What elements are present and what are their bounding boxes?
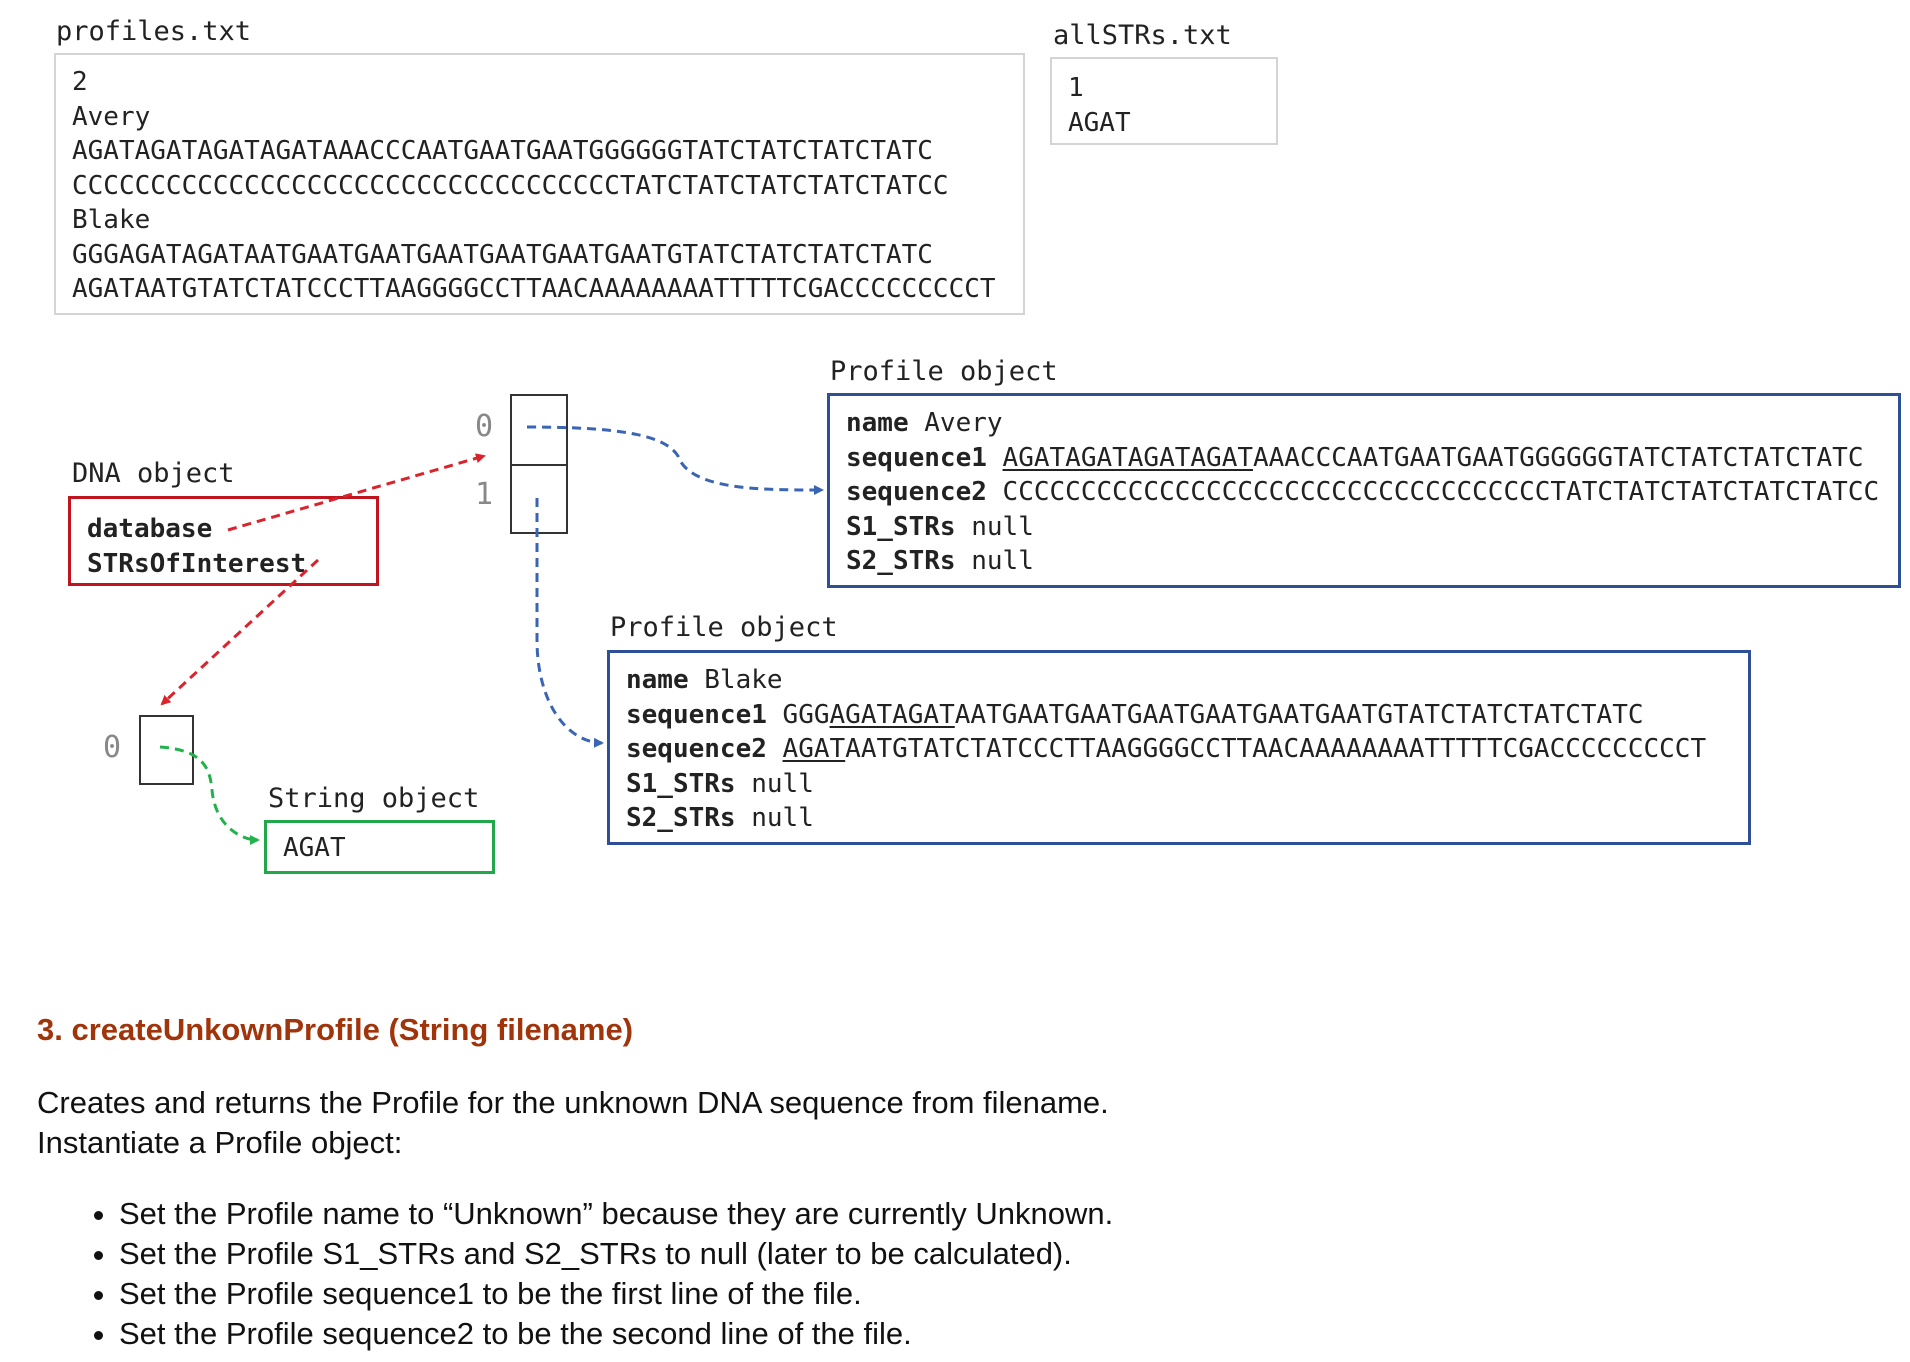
file-line: 2 (72, 67, 88, 97)
field-value: null (751, 768, 814, 799)
array-index-1: 1 (475, 477, 494, 512)
dna-field-strs-of-interest: STRsOfInterest (87, 548, 307, 579)
field-value: Blake (704, 665, 783, 695)
field-value: Avery (924, 408, 1003, 438)
instructions-list-wrap: Set the Profile name to “Unknown” becaus… (37, 1194, 1537, 1354)
field-value: null (751, 803, 814, 833)
profiles-file-label: profiles.txt (56, 16, 252, 47)
string-object-value: AGAT (283, 833, 346, 863)
file-line: Blake (72, 205, 151, 235)
profile-avery-label: Profile object (830, 356, 1058, 387)
field-value: CCCCCCCCCCCCCCCCCCCCCCCCCCCCCCCCCCCTATCT… (1002, 477, 1880, 507)
file-line: AGATAGATAGATAGATAAACCCAATGAATGAATGGGGGGT… (72, 136, 933, 166)
field-key: sequence1 (846, 442, 987, 473)
file-line: Avery (72, 101, 151, 132)
field-key: sequence1 (626, 699, 767, 730)
field-value: null (971, 511, 1034, 542)
file-line: AGAT (1068, 107, 1131, 138)
file-line: 1 (1068, 73, 1084, 103)
arrow-database-to-array (227, 453, 486, 532)
field-value: AATGAATGAATGAATGAATGAATGAATGTATCTATCTATC… (954, 699, 1644, 730)
section-paragraph: Creates and returns the Profile for the … (37, 1083, 1537, 1163)
array-index-0: 0 (475, 409, 494, 444)
arrow-strs0-to-string (159, 745, 260, 845)
field-key: S2_STRs (626, 803, 736, 833)
field-key: S2_STRs (846, 546, 956, 576)
field-key: sequence2 (626, 734, 767, 764)
arrow-index0-to-avery (526, 425, 824, 495)
field-value: AATGTATCTATCCCTTAAGGGGCCTTAACAAAAAAAATTT… (845, 734, 1707, 764)
instructions-list: Set the Profile name to “Unknown” becaus… (37, 1194, 1537, 1354)
field-key: name (846, 408, 909, 438)
field-value: GGG (782, 699, 830, 730)
dna-object-label: DNA object (72, 458, 235, 489)
allstrs-file-label: allSTRs.txt (1053, 20, 1232, 51)
field-value: null (971, 546, 1034, 576)
section-title: 3. createUnkownProfile (String filename) (37, 1012, 634, 1047)
str-match-underline: AGATAGATAGATAGAT (1002, 442, 1253, 473)
paragraph-line-1: Creates and returns the Profile for the … (37, 1085, 1109, 1120)
file-line: GGGAGATAGATAATGAATGAATGAATGAATGAATGAATGT… (72, 239, 933, 270)
file-line: AGATAATGTATCTATCCCTTAAGGGGCCTTAACAAAAAAA… (72, 274, 996, 304)
paragraph-line-2: Instantiate a Profile object: (37, 1125, 403, 1160)
strs-array (139, 715, 194, 785)
profile-blake-label: Profile object (610, 612, 838, 643)
database-array (510, 394, 568, 534)
arrow-index1-to-blake (535, 498, 604, 748)
field-key: S1_STRs (846, 511, 956, 542)
arrow-strs-to-array (160, 558, 320, 706)
string-object-box: AGAT (264, 820, 495, 874)
list-item: Set the Profile S1_STRs and S2_STRs to n… (119, 1234, 1537, 1274)
str-match-underline: AGAT (782, 734, 846, 764)
field-value: AAACCCAATGAATGAATGGGGGGTATCTATCTATCTATC (1253, 442, 1864, 473)
file-line: CCCCCCCCCCCCCCCCCCCCCCCCCCCCCCCCCCCTATCT… (72, 170, 949, 201)
field-key: S1_STRs (626, 768, 736, 799)
list-item: Set the Profile name to “Unknown” becaus… (119, 1194, 1537, 1234)
str-match-underline: AGATAGAT (829, 699, 955, 730)
string-object-label: String object (268, 783, 480, 814)
dna-object-box: database STRsOfInterest (68, 496, 379, 586)
field-key: name (626, 665, 689, 695)
array-divider (512, 464, 566, 466)
profile-blake-box: name Blake sequence1 GGGAGATAGATAATGAATG… (607, 650, 1751, 845)
strs-array-index-0: 0 (103, 730, 122, 765)
list-item: Set the Profile sequence2 to be the seco… (119, 1314, 1537, 1354)
dna-field-database: database (87, 514, 213, 544)
list-item: Set the Profile sequence1 to be the firs… (119, 1274, 1537, 1314)
profile-avery-box: name Avery sequence1 AGATAGATAGATAGATAAA… (827, 393, 1901, 588)
field-key: sequence2 (846, 477, 987, 507)
